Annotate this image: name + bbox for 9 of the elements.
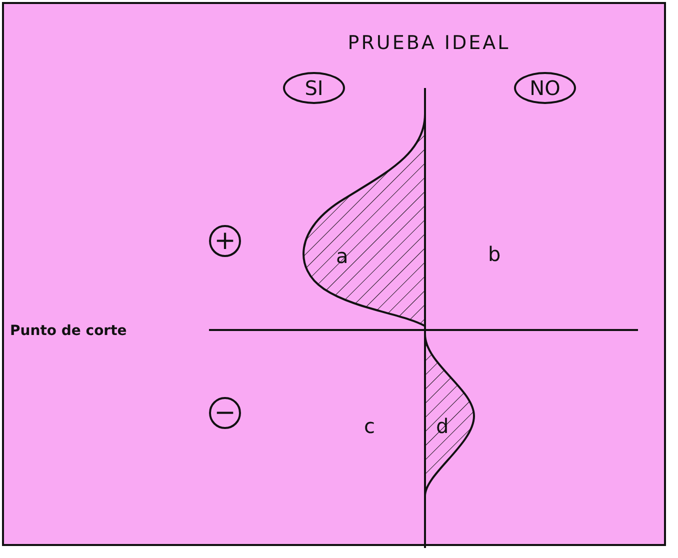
region-label: a [336,246,348,266]
cutoff-label: Punto de corte [10,324,127,338]
encircled-label: − [209,397,241,429]
encircled-label: + [209,225,241,257]
encircled-label: SI [283,72,345,104]
diagram-title: PRUEBA IDEAL [346,32,512,54]
encircled-label: NO [514,72,576,104]
region-label: c [364,416,375,436]
region-label: b [488,244,501,264]
